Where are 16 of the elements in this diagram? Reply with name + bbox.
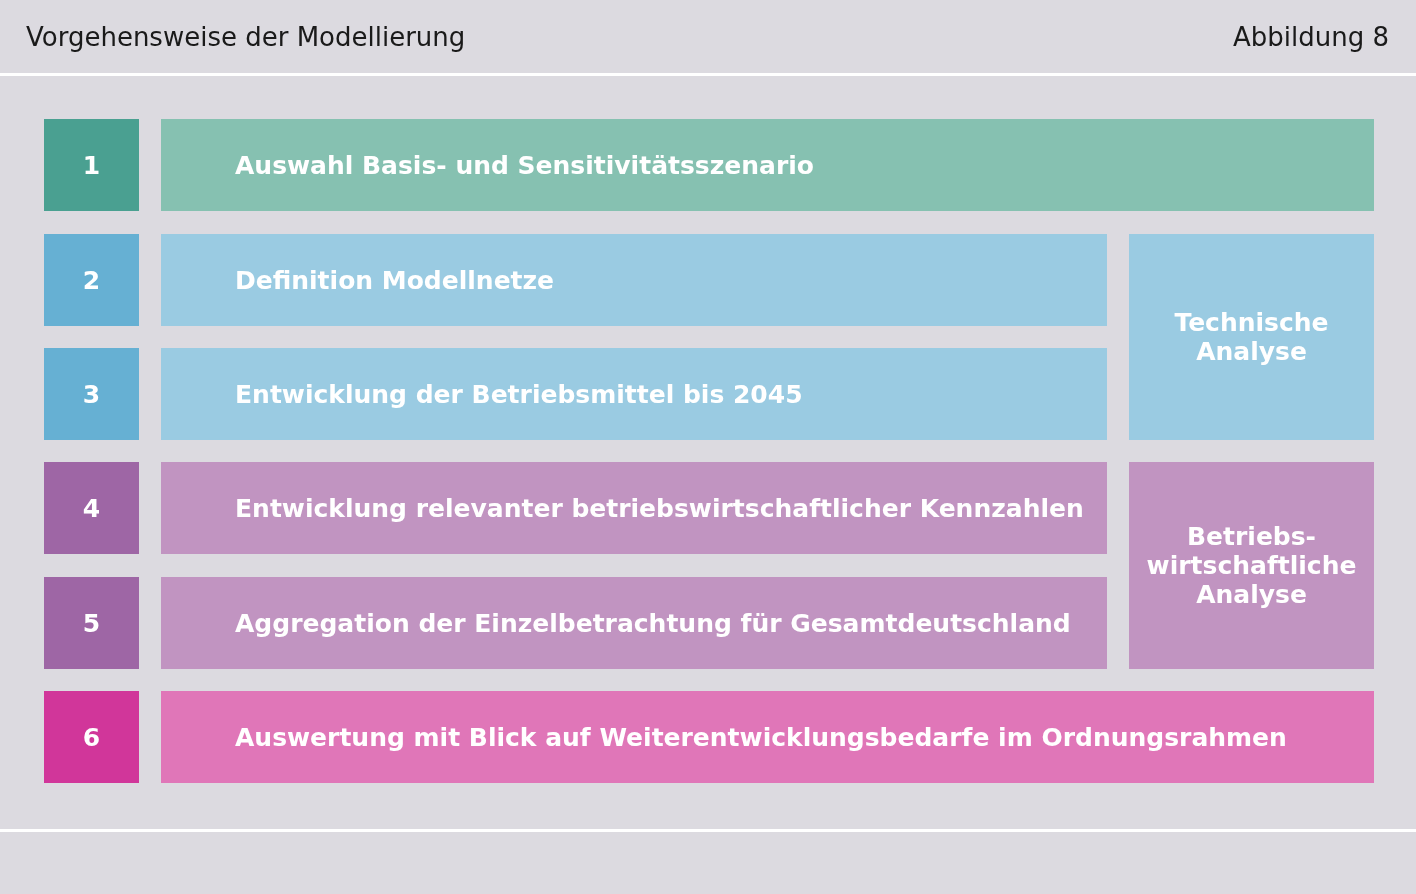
step-number: 5: [44, 577, 139, 669]
step-bar: Entwicklung der Betriebsmittel bis 2045: [161, 348, 1107, 440]
step-bar: Auswahl Basis- und Sensitivitätsszenario: [161, 119, 1374, 211]
step-number: 3: [44, 348, 139, 440]
step-number: 6: [44, 691, 139, 783]
step-number: 4: [44, 462, 139, 554]
step-bar: Entwicklung relevanter betriebswirtschaftlicher Kennzahlen: [161, 462, 1107, 554]
step-number: 2: [44, 234, 139, 326]
step-number: 1: [44, 119, 139, 211]
title: Vorgehensweise der Modellierung: [26, 22, 466, 52]
figure-number: Abbildung 8: [1233, 22, 1389, 52]
step-bar: Definition Modellnetze: [161, 234, 1107, 326]
step-bar: Auswertung mit Blick auf Weiterentwicklungsbedarfe im Ordnungsrahmen: [161, 691, 1374, 783]
phase-box: Technische Analyse: [1129, 234, 1374, 440]
phase-box: Betriebs- wirtschaftliche Analyse: [1129, 462, 1374, 669]
step-bar: Aggregation der Einzelbetrachtung für Gesamtdeutschland: [161, 577, 1107, 669]
